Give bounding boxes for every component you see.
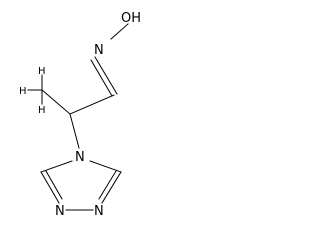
atom-oh-label: OH <box>121 11 141 26</box>
molecule-diagram: OH N N N N H H H <box>0 0 155 223</box>
atom-h-bottom-label: H <box>38 105 46 116</box>
atom-ring-n2-label: N <box>94 204 104 219</box>
atom-ring-n4-label: N <box>75 150 85 165</box>
bond-ring-c5-n1-a <box>40 171 60 204</box>
bond-c-ch <box>69 94 115 115</box>
bonds <box>27 23 129 211</box>
atom-h-top-label: H <box>38 66 46 77</box>
structure-svg: OH N N N N H H H <box>19 11 141 219</box>
bond-ring-c5-n1-b <box>45 170 63 200</box>
bond-ch-methyl <box>41 89 71 115</box>
atom-labels: OH N N N N H H H <box>19 11 141 219</box>
bond-ring-n4-c3 <box>89 160 122 173</box>
bond-o-n <box>110 23 129 40</box>
bond-ch-ring-n <box>69 113 80 149</box>
atom-oxime-n-label: N <box>94 43 104 58</box>
bond-n-c-double-b <box>90 59 113 97</box>
bond-n-c-double-a <box>94 56 118 95</box>
atom-ring-n1-label: N <box>55 204 65 219</box>
atom-h-left-label: H <box>19 86 27 97</box>
bond-ring-c3-n2-b <box>98 170 117 200</box>
bond-ring-c3-n2-a <box>101 171 122 204</box>
bond-ring-n4-c5 <box>40 160 73 173</box>
